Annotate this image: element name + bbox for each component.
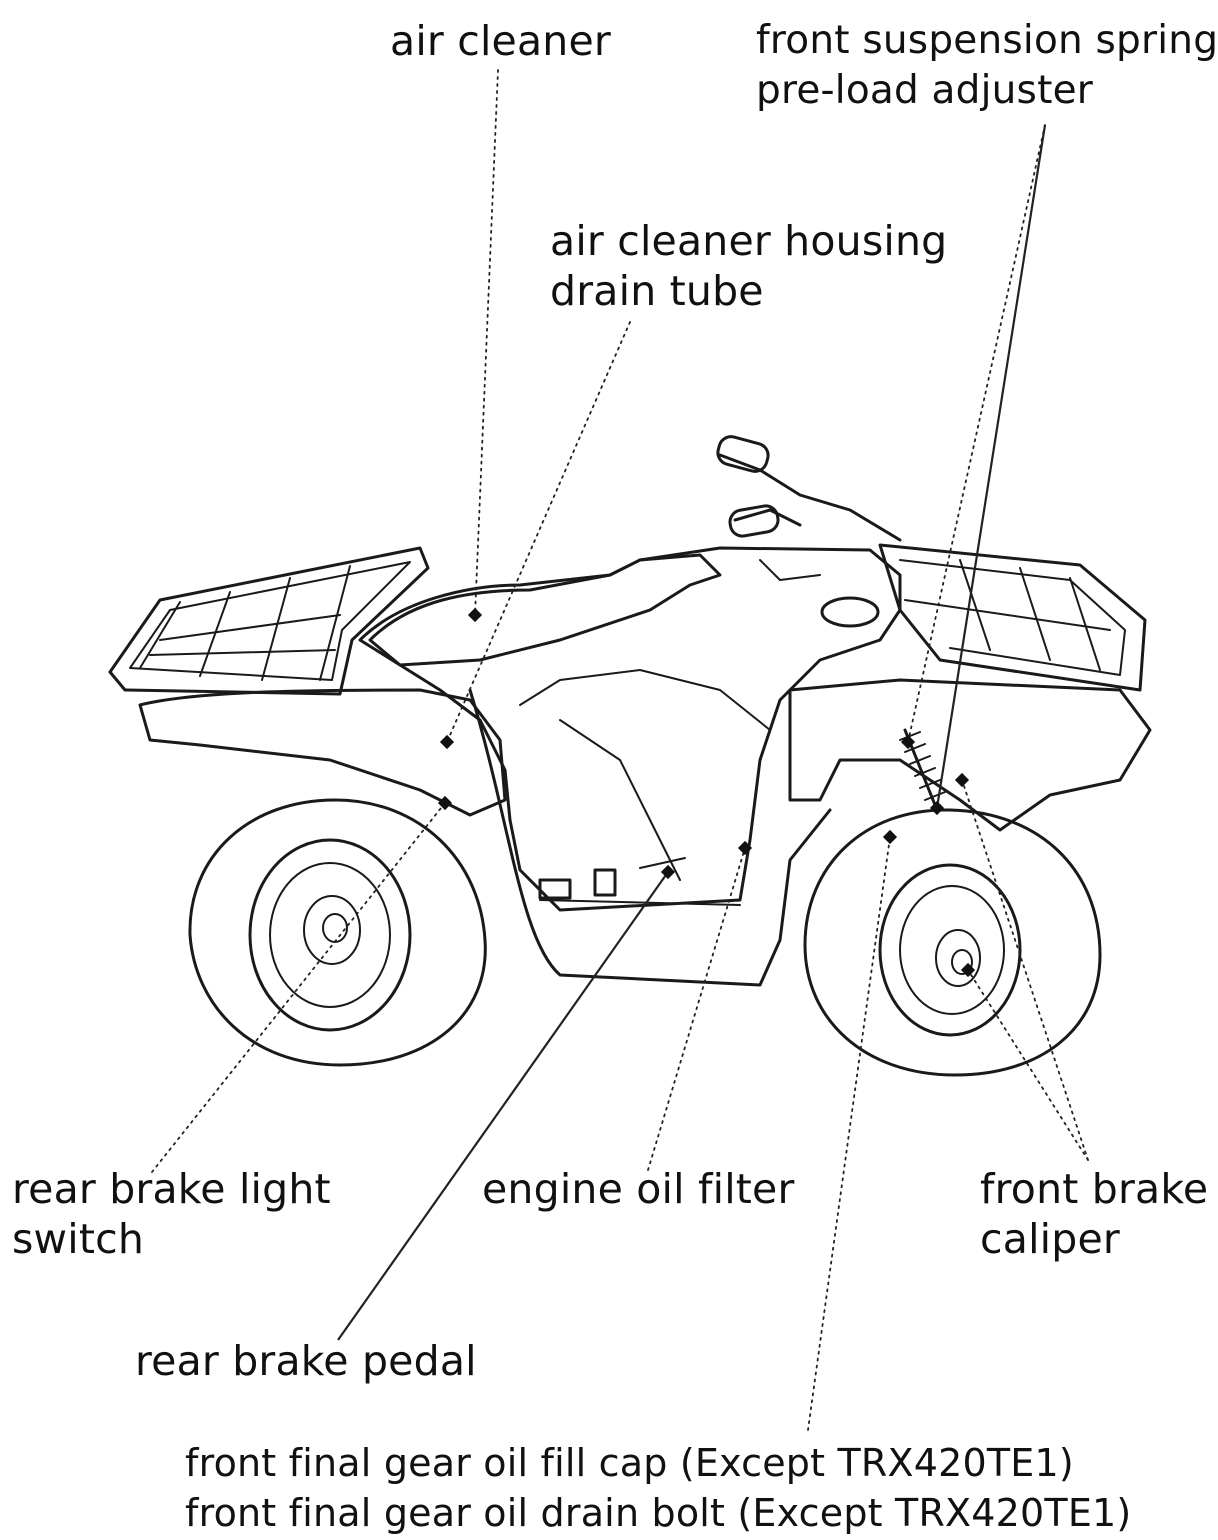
front-wheel — [805, 810, 1100, 1075]
handlebars — [715, 434, 900, 580]
leader-suspension-solid — [937, 125, 1045, 808]
rear-rack — [110, 548, 428, 694]
leader-brake-caliper-1 — [962, 780, 1088, 1160]
leader-drain-tube — [447, 322, 630, 742]
leader-engine-oil-filter — [648, 848, 745, 1170]
label-front-brake-caliper: front brake caliper — [980, 1164, 1208, 1264]
location-markers — [438, 608, 975, 977]
label-front-suspension-adjuster: front suspension spring pre-load adjuste… — [756, 16, 1218, 116]
label-air-cleaner: air cleaner — [390, 16, 611, 66]
leader-final-gear — [808, 837, 890, 1430]
label-engine-oil-filter: engine oil filter — [482, 1164, 795, 1214]
leader-brake-caliper-2 — [968, 970, 1088, 1160]
atv-illustration — [110, 434, 1150, 1075]
body-panel — [140, 548, 900, 985]
fuel-cap — [822, 598, 878, 626]
label-front-final-gear: front final gear oil fill cap (Except TR… — [185, 1438, 1131, 1538]
marker-final-gear — [883, 830, 897, 844]
leader-rear-brake-light-switch — [152, 803, 445, 1172]
marker-suspension-lower — [930, 801, 944, 815]
marker-brake-caliper — [955, 773, 969, 787]
footrest — [540, 858, 740, 905]
marker-drain-tube — [440, 735, 454, 749]
label-rear-brake-light-switch: rear brake light switch — [12, 1164, 331, 1264]
front-fender — [790, 680, 1150, 830]
label-rear-brake-pedal: rear brake pedal — [135, 1336, 477, 1386]
leader-rear-brake-pedal — [338, 872, 668, 1340]
front-rack — [880, 545, 1145, 690]
label-air-cleaner-housing-drain-tube: air cleaner housing drain tube — [550, 216, 947, 316]
rear-wheel — [190, 800, 485, 1065]
marker-front-hub — [961, 963, 975, 977]
leader-air-cleaner — [475, 70, 498, 615]
marker-air-cleaner — [468, 608, 482, 622]
